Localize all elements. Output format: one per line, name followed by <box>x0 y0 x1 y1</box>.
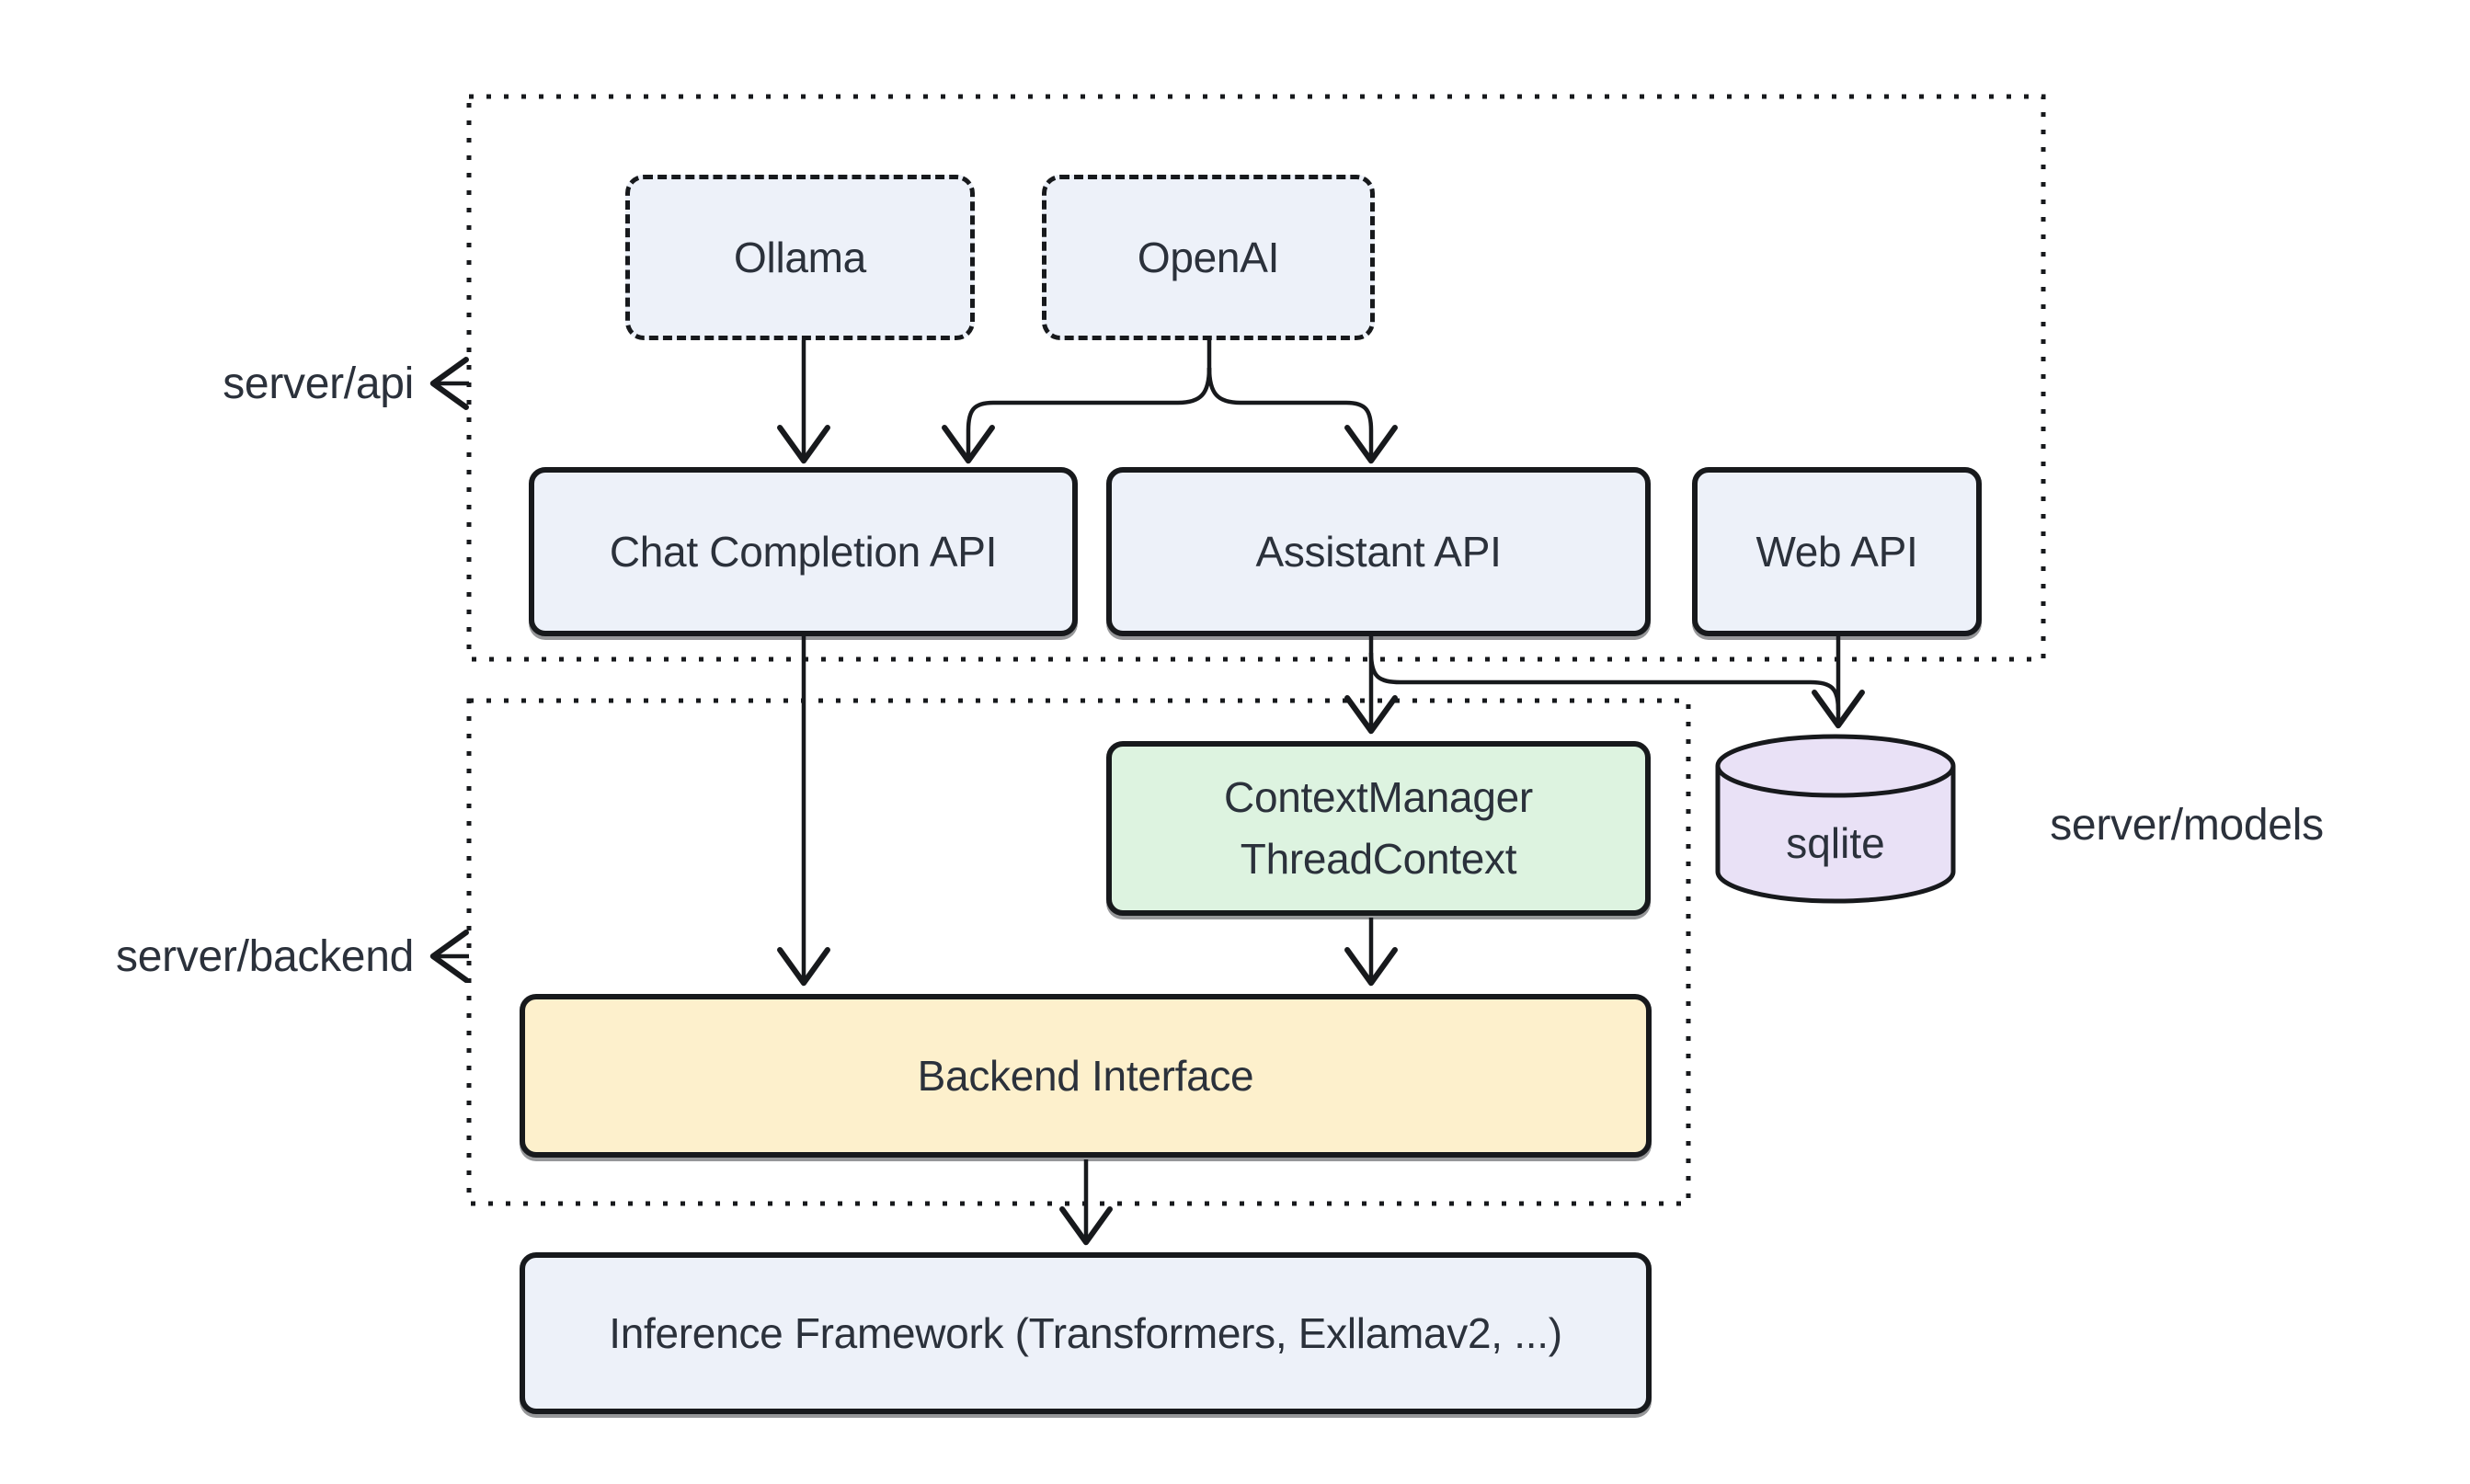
node-context-manager: ContextManager ThreadContext <box>1106 741 1651 916</box>
node-assistant-api-label: Assistant API <box>1255 527 1502 576</box>
edge-openai-to-assistant <box>1206 367 1398 464</box>
node-backend-interface: Backend Interface <box>520 994 1652 1158</box>
server-api-container <box>466 94 2046 662</box>
node-ollama: Ollama <box>625 175 975 340</box>
node-chat-completion-api-label: Chat Completion API <box>609 527 998 576</box>
node-context-manager-line2: ThreadContext <box>1240 835 1517 883</box>
node-inference-framework: Inference Framework (Transformers, Exlla… <box>520 1252 1652 1414</box>
node-openai-label: OpenAI <box>1137 233 1280 281</box>
server-api-label: server/api <box>223 359 414 408</box>
node-web-api-label: Web API <box>1755 527 1918 576</box>
node-openai: OpenAI <box>1042 175 1375 340</box>
edge-openai-to-chat <box>942 367 1212 464</box>
node-assistant-api: Assistant API <box>1106 467 1651 636</box>
node-sqlite-label: sqlite <box>1786 819 1885 867</box>
node-chat-completion-api: Chat Completion API <box>529 467 1078 636</box>
server-backend-container <box>466 698 1691 1206</box>
sqlite-cylinder <box>1715 734 1956 904</box>
node-backend-interface-label: Backend Interface <box>917 1051 1254 1100</box>
server-backend-label: server/backend <box>116 931 414 981</box>
node-ollama-label: Ollama <box>734 233 866 281</box>
node-context-manager-line1: ContextManager <box>1224 773 1533 822</box>
node-web-api: Web API <box>1692 467 1982 636</box>
server-models-label: server/models <box>2050 800 2324 850</box>
node-inference-framework-label: Inference Framework (Transformers, Exlla… <box>609 1308 1562 1357</box>
